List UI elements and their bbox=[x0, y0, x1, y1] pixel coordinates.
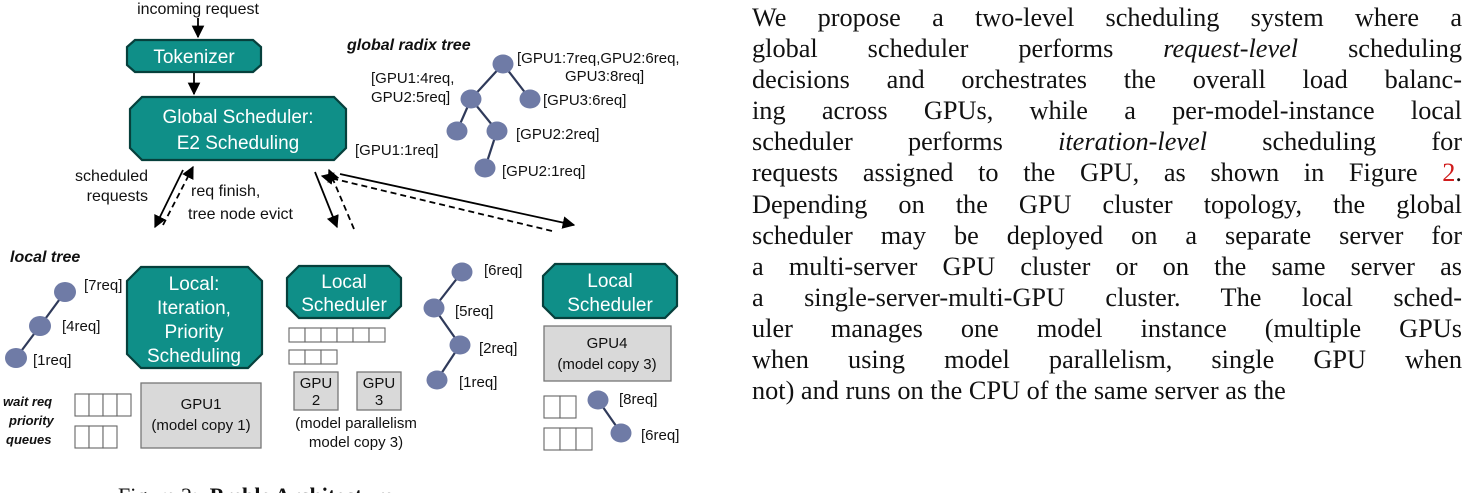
local1-line1: Local: bbox=[169, 274, 220, 295]
scheduled-requests-line2: requests bbox=[87, 188, 148, 205]
finish-arrow-local3 bbox=[320, 172, 553, 232]
global-tree-root-label-2: GPU3:8req] bbox=[565, 68, 644, 85]
req-finish-line2: tree node evict bbox=[188, 206, 294, 223]
paragraph-line: decisions and orchestrates the overall l… bbox=[752, 65, 1462, 95]
local-tree-2-label-c: [2req] bbox=[479, 340, 517, 357]
scheduled-arrow-local3 bbox=[339, 173, 576, 229]
gpu3-line2: 3 bbox=[375, 392, 383, 409]
gpu2-box bbox=[293, 371, 339, 411]
wait-req-line2: priority bbox=[8, 413, 55, 428]
local-tree-2 bbox=[423, 262, 473, 390]
global-tree-leaf-bottom-label: [GPU2:1req] bbox=[502, 163, 585, 180]
global-tree-right-label: [GPU3:6req] bbox=[543, 92, 626, 109]
figure-caption: Figure 2: Preble Architecture. bbox=[118, 483, 399, 493]
local-tree-2-label-a: [6req] bbox=[484, 262, 522, 279]
local1-line3: Priority bbox=[164, 322, 224, 343]
scheduled-requests-line1: scheduled bbox=[75, 168, 148, 185]
gpu4-line2: (model copy 3) bbox=[557, 356, 656, 373]
wait-req-line3: queues bbox=[6, 432, 52, 447]
global-tree-left-label-1: [GPU1:4req, bbox=[371, 70, 454, 87]
paragraph-line: ing across GPUs, while a per-model-insta… bbox=[752, 96, 1462, 126]
local-tree-title: local tree bbox=[10, 249, 80, 266]
model-parallel-line1: (model parallelism bbox=[295, 415, 417, 432]
paragraph-line: global scheduler performs request-level … bbox=[752, 34, 1462, 64]
paragraph-line: scheduler performs iteration-level sched… bbox=[752, 127, 1462, 157]
gpu4-line1: GPU4 bbox=[587, 335, 628, 352]
global-tree-title: global radix tree bbox=[346, 37, 471, 54]
local-tree-2-label-d: [1req] bbox=[459, 374, 497, 391]
figure-reference-link[interactable]: 2 bbox=[1442, 158, 1456, 188]
architecture-figure: incoming request Tokenizer Global Schedu… bbox=[3, 1, 680, 493]
local-tree-1 bbox=[5, 282, 76, 368]
emphasis-text: request-level bbox=[1163, 34, 1299, 64]
local1-line2: Iteration, bbox=[157, 298, 231, 319]
tokenizer-label: Tokenizer bbox=[153, 47, 235, 68]
paragraph-line: uler manages one model instance (multipl… bbox=[752, 313, 1462, 343]
priority-queues-local1 bbox=[74, 393, 132, 449]
tokenizer-box bbox=[125, 38, 263, 74]
local-tree-1-label-a: [7req] bbox=[84, 277, 122, 294]
incoming-request-label: incoming request bbox=[137, 1, 259, 18]
local-tree-3-label-a: [8req] bbox=[619, 391, 657, 408]
scheduled-arrow-local2 bbox=[314, 171, 339, 229]
global-tree-left-label-2: GPU2:5req] bbox=[371, 89, 450, 106]
local-scheduler-3-box bbox=[541, 262, 679, 320]
local3-line2: Scheduler bbox=[567, 295, 653, 316]
paragraph-line: Depending on the GPU cluster topology, t… bbox=[752, 189, 1462, 219]
body-paragraph: We propose a two-level scheduling system… bbox=[752, 2, 1462, 406]
global-scheduler-line2: E2 Scheduling bbox=[177, 133, 300, 154]
model-parallel-line2: model copy 3) bbox=[309, 434, 403, 451]
global-scheduler-box bbox=[128, 95, 348, 162]
local2-line2: Scheduler bbox=[301, 295, 387, 316]
req-finish-line1: req finish, bbox=[191, 183, 260, 200]
global-scheduler-line1: Global Scheduler: bbox=[162, 107, 313, 128]
paragraph-line: a multi-server GPU cluster or on the sam… bbox=[752, 251, 1462, 281]
local-tree-1-label-c: [1req] bbox=[33, 352, 71, 369]
gpu2-line1: GPU bbox=[300, 375, 333, 392]
gpu2-line2: 2 bbox=[312, 392, 320, 409]
gpu3-box bbox=[356, 371, 402, 411]
priority-queues-local2 bbox=[288, 327, 386, 365]
global-tree-root-label-1: [GPU1:7req,GPU2:6req, bbox=[517, 50, 680, 67]
paragraph-line: not) and runs on the CPU of the same ser… bbox=[752, 376, 1286, 406]
local-tree-2-label-b: [5req] bbox=[455, 303, 493, 320]
gpu1-box bbox=[140, 382, 262, 449]
local1-line4: Scheduling bbox=[147, 346, 241, 367]
paragraph-line: scheduler may be deployed on a separate … bbox=[752, 220, 1462, 250]
scheduled-arrow-local1 bbox=[154, 169, 184, 229]
local-tree-1-label-b: [4req] bbox=[62, 318, 100, 335]
gpu4-box bbox=[543, 325, 672, 382]
gpu1-line1: GPU1 bbox=[181, 396, 222, 413]
finish-arrow-local1 bbox=[162, 165, 194, 226]
local2-line1: Local bbox=[321, 272, 366, 293]
local3-line1: Local bbox=[587, 271, 632, 292]
gpu1-line2: (model copy 1) bbox=[151, 417, 250, 434]
wait-req-line1: wait req bbox=[3, 394, 52, 409]
priority-queues-local3 bbox=[543, 395, 593, 451]
caption-prefix: Figure 2: bbox=[118, 483, 198, 493]
local-scheduler-2-box bbox=[285, 264, 403, 320]
local-tree-3-label-b: [6req] bbox=[641, 427, 679, 444]
gpu3-line1: GPU bbox=[363, 375, 396, 392]
global-tree-mid-label: [GPU2:2req] bbox=[516, 126, 599, 143]
emphasis-text: iteration-level bbox=[1058, 127, 1208, 157]
paragraph-line: a single-server-multi-GPU cluster. The l… bbox=[752, 282, 1462, 312]
global-tree-leaf-left-label: [GPU1:1req] bbox=[355, 142, 438, 159]
paragraph-line: when using model parallelism, single GPU… bbox=[752, 345, 1462, 375]
paragraph-line: We propose a two-level scheduling system… bbox=[752, 3, 1462, 32]
caption-title: Preble Architecture. bbox=[210, 483, 399, 493]
local-tree-3 bbox=[587, 390, 632, 443]
paragraph-line: requests assigned to the GPU, as shown i… bbox=[752, 158, 1462, 188]
local-scheduler-1-box bbox=[125, 265, 264, 370]
global-radix-tree bbox=[446, 54, 541, 178]
